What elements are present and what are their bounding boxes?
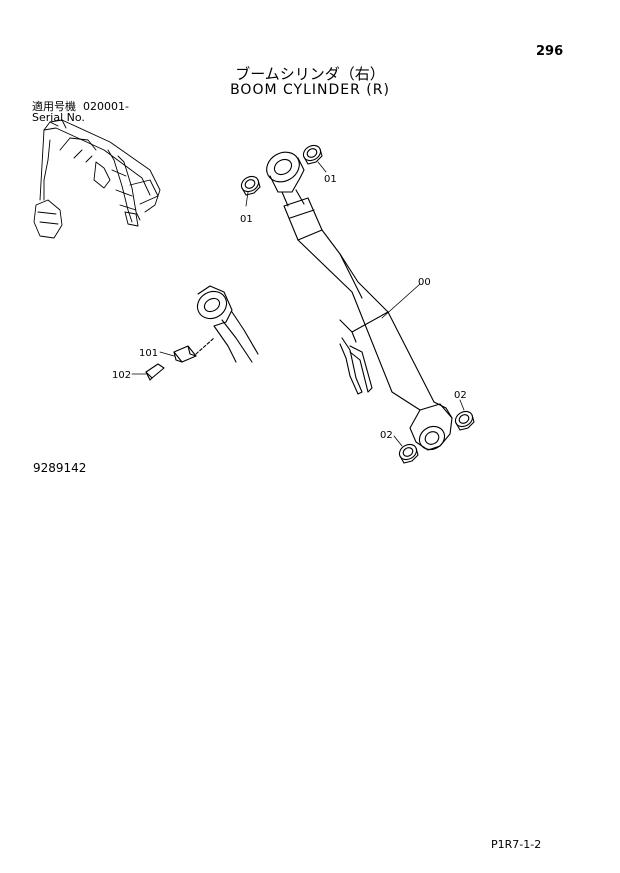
title-japanese: ブームシリンダ（右） [235, 65, 385, 83]
serial-label-en: Serial No. [32, 111, 85, 124]
catalog-number: 9289142 [33, 461, 87, 475]
callout-01-top: 01 [324, 174, 337, 185]
boom-cylinder-assembly [266, 151, 453, 451]
leader-lines [131, 161, 465, 447]
cap-102 [145, 363, 165, 381]
callout-02-right: 02 [454, 390, 467, 401]
callout-00: 00 [418, 277, 431, 288]
bushing-01-left [240, 175, 261, 196]
callout-01-left: 01 [240, 214, 253, 225]
serial-block: 適用号機 020001- Serial No. [32, 101, 129, 123]
serial-row-jp: 適用号機 020001- [32, 101, 129, 112]
bushing-02-right [454, 410, 475, 431]
detail-cylinder-end [196, 285, 259, 363]
bushing-02-left [398, 443, 419, 464]
page-number: 296 [536, 44, 564, 59]
callout-101: 101 [139, 348, 158, 359]
footer-code: P1R7-1-2 [491, 838, 542, 851]
serial-label-jp: 適用号機 [32, 100, 76, 113]
grease-fitting-101 [173, 337, 215, 363]
bushing-01-top [302, 144, 323, 165]
serial-from: 020001- [83, 100, 129, 113]
callout-102: 102 [112, 370, 131, 381]
excavator-thumbnail-illustration [33, 119, 161, 239]
title-english: BOOM CYLINDER (R) [230, 82, 390, 98]
callout-02-left: 02 [380, 430, 393, 441]
